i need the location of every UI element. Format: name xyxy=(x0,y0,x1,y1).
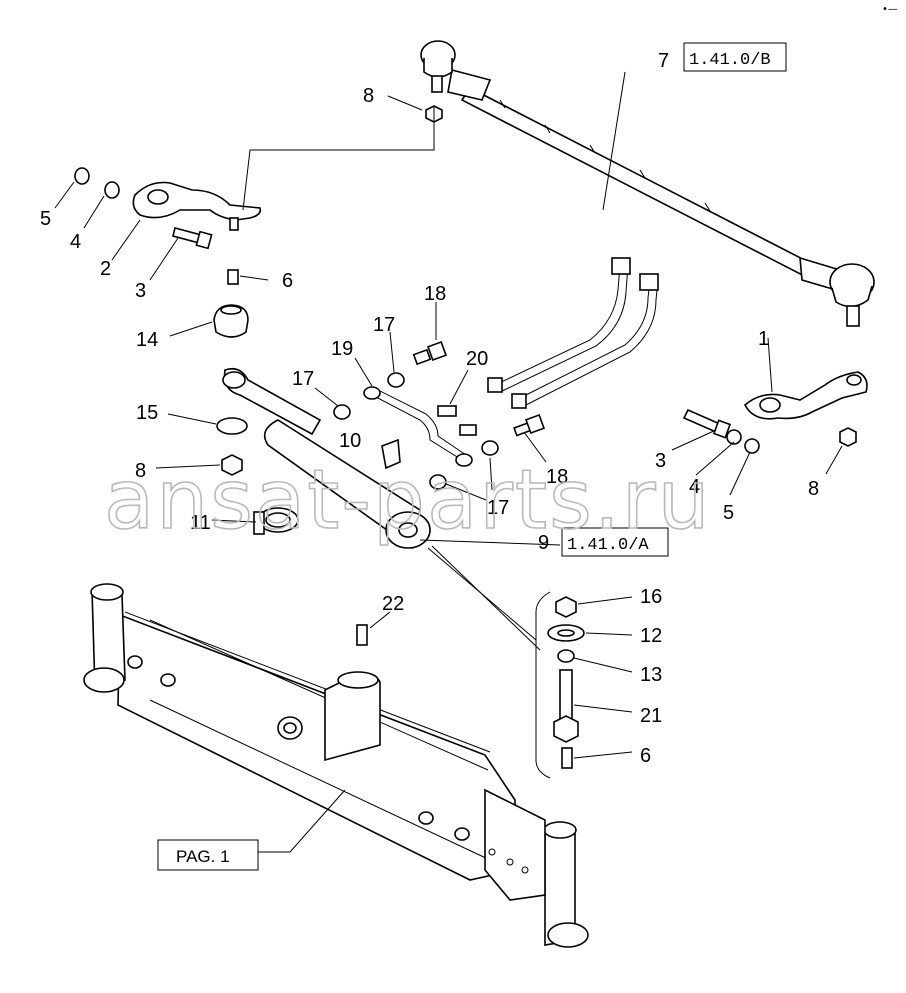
callout-15: 15 xyxy=(136,402,158,424)
callout-18-bottom: 18 xyxy=(546,466,568,488)
clamp-11 xyxy=(253,507,299,535)
callout-5-left: 5 xyxy=(40,208,51,230)
callout-10: 10 xyxy=(339,430,361,452)
callout-20: 20 xyxy=(466,348,488,370)
callout-3-left: 3 xyxy=(135,280,146,302)
callout-8-mid: 8 xyxy=(135,460,146,482)
callout-14: 14 xyxy=(136,329,158,351)
tie-rod-number: 7 xyxy=(658,50,669,72)
callout-4-right: 4 xyxy=(689,476,700,498)
leader-lines xyxy=(54,71,843,853)
callout-18-top: 18 xyxy=(424,283,446,305)
axle-ref-box xyxy=(157,839,259,871)
right-steering-arm xyxy=(743,371,868,420)
tie-rod-assembly xyxy=(420,40,875,327)
callout-17-top: 17 xyxy=(373,314,395,336)
callout-19: 19 xyxy=(331,338,353,360)
nut-8-mid xyxy=(221,454,243,476)
watermark: ansat-parts.ru xyxy=(104,453,712,548)
washer-15 xyxy=(216,417,248,435)
axle-ref-text: PAG. 1 xyxy=(176,847,230,866)
reference-cylinder[interactable]: 9 1.41.0/A xyxy=(538,527,669,557)
reference-tie-rod[interactable]: 7 1.41.0/B xyxy=(658,42,787,72)
callout-13: 13 xyxy=(640,664,662,686)
left-small-parts xyxy=(74,167,249,338)
left-steering-arm xyxy=(132,181,262,231)
callout-21: 21 xyxy=(640,705,662,727)
tie-rod-ref-text: 1.41.0/B xyxy=(689,51,771,70)
steering-cylinder xyxy=(222,367,431,550)
cylinder-ref-box xyxy=(561,527,669,557)
callout-labels: 1 2 3 3 4 4 5 5 6 6 8 8 8 10 11 12 13 14… xyxy=(40,85,819,767)
callout-16: 16 xyxy=(640,586,662,608)
front-axle-beam xyxy=(83,583,589,948)
cylinder-number: 9 xyxy=(538,532,549,554)
callout-8-right: 8 xyxy=(808,478,819,500)
callout-2: 2 xyxy=(100,258,111,280)
hydraulic-pipes xyxy=(333,257,659,490)
callout-12: 12 xyxy=(640,625,662,647)
reference-axle[interactable]: PAG. 1 xyxy=(157,839,259,871)
callout-1: 1 xyxy=(758,328,769,350)
right-small-parts xyxy=(682,408,857,454)
callout-17-left: 17 xyxy=(292,368,314,390)
corner-mark: •— xyxy=(882,4,898,15)
callout-5-right: 5 xyxy=(723,502,734,524)
pivot-hardware-detail xyxy=(356,591,585,779)
cylinder-ref-text: 1.41.0/A xyxy=(567,536,649,555)
callout-3-right: 3 xyxy=(655,450,666,472)
callout-6-upper: 6 xyxy=(282,270,293,292)
callout-22: 22 xyxy=(382,593,404,615)
tie-rod-ref-box xyxy=(683,42,787,72)
callout-17-bottom: 17 xyxy=(487,497,509,519)
callout-8-top: 8 xyxy=(363,85,374,107)
callout-6-lower: 6 xyxy=(640,745,651,767)
callout-11: 11 xyxy=(190,512,211,534)
callout-4-left: 4 xyxy=(70,231,81,253)
